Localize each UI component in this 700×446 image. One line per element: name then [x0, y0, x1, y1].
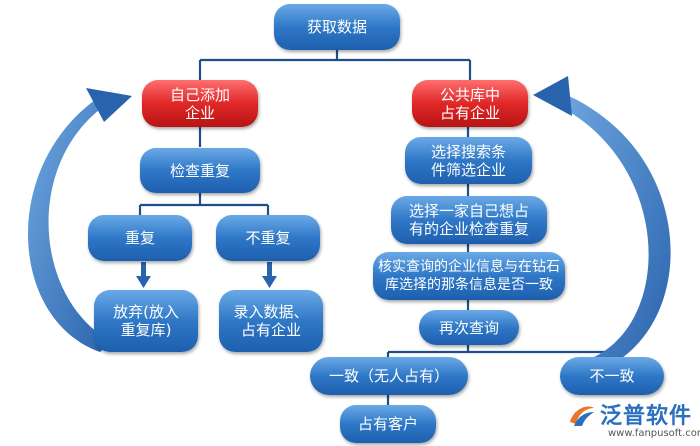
brand-logo: 泛普软件 www.fanpusoft.com	[568, 396, 700, 444]
node-consistent: 一致（无人占有）	[310, 357, 468, 395]
logo-name: 泛普软件	[600, 404, 693, 429]
node-select-filter: 选择搜索条 件筛选企业	[405, 137, 532, 184]
left-feedback-arrow	[28, 88, 132, 352]
down-arrow-not-dup	[262, 262, 277, 288]
right-branch-connectors	[386, 127, 614, 405]
down-arrow-dup	[136, 262, 151, 288]
node-self-add: 自己添加 企业	[142, 80, 258, 127]
logo-url: www.fanpusoft.com	[608, 428, 700, 439]
node-own-customer: 占有客户	[340, 405, 436, 443]
top-bracket-connector	[198, 50, 472, 80]
node-dup: 重复	[88, 215, 192, 261]
node-choose-company: 选择一家自己想占 有的企业检查重复	[391, 196, 547, 244]
right-feedback-arrow	[533, 76, 671, 370]
node-abandon: 放弃(放入 重复库)	[94, 290, 198, 352]
fanpu-logo-icon	[570, 406, 594, 426]
left-branch-connectors	[138, 127, 270, 215]
node-get-data: 获取数据	[274, 4, 400, 50]
node-public-pool: 公共库中 占有企业	[412, 80, 528, 127]
node-verify: 核实查询的企业信息与在钻石 库选择的那条信息是否一致	[373, 252, 565, 300]
node-inconsistent: 不一致	[560, 357, 664, 395]
node-enter-data: 录入数据、 占有企业	[219, 290, 323, 352]
node-not-dup: 不重复	[216, 215, 320, 261]
node-requery: 再次查询	[419, 310, 519, 345]
node-check-dup: 检查重复	[140, 148, 260, 193]
